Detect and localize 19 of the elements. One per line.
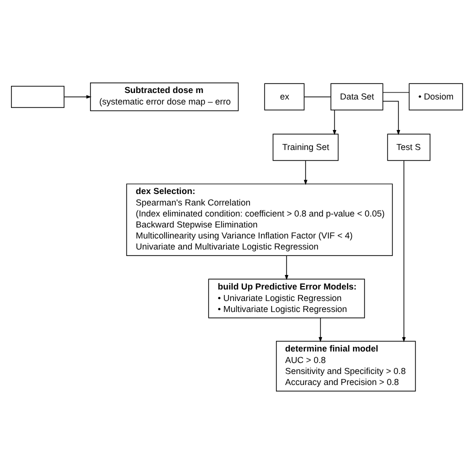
node-box: Subtracted dose m (systematic error dose map – erro bbox=[90, 82, 239, 112]
node-box: Training Set bbox=[272, 134, 339, 161]
arrow bbox=[304, 160, 308, 186]
node-box: Data Set bbox=[330, 83, 384, 110]
node-box: build Up Predictive Error Models: • Univariate Logistic Regression • Multivariate Logistic Regression bbox=[208, 278, 365, 318]
connector bbox=[304, 96, 332, 98]
arrow bbox=[64, 95, 92, 99]
node-box: Test S bbox=[387, 134, 430, 161]
arrow bbox=[332, 110, 336, 136]
node-box bbox=[11, 86, 64, 108]
arrow bbox=[284, 255, 288, 280]
arrow bbox=[402, 160, 406, 342]
arrow bbox=[382, 100, 400, 136]
node-box: • Dosiom bbox=[408, 83, 463, 110]
connector bbox=[382, 92, 410, 93]
node-box: dex Selection: Spearman's Rank Correlation (Index eliminated condition: coefficient > 0.8 and p-value < 0.05) Backward Stepwise Elimination Multicollinearity using Variance Inflation Factor (VIF < 4) Univariate and Multivariate Logistic Regression bbox=[126, 184, 393, 256]
arrow bbox=[318, 318, 322, 342]
node-box: determine finial model AUC > 0.8 Sensitivity and Specificity > 0.8 Accuracy and Precision > 0.8 bbox=[276, 340, 416, 392]
node-box: ex bbox=[264, 83, 305, 110]
